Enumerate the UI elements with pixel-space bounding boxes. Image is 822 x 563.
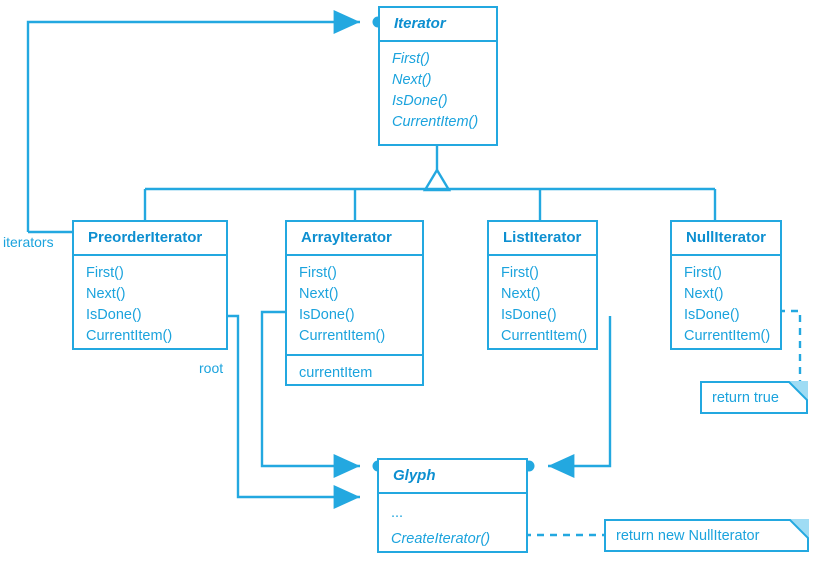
operation-next: Next() xyxy=(299,286,339,302)
operation-next: Next() xyxy=(684,286,724,302)
operations-compartment-preorderiterator: First() Next() IsDone() CurrentItem() xyxy=(74,256,226,354)
class-box-glyph[interactable]: Glyph ... CreateIterator() xyxy=(377,458,528,553)
class-title-iterator: Iterator xyxy=(380,8,496,42)
operation-first: First() xyxy=(392,51,430,67)
note-fold-corner-icon xyxy=(788,381,808,401)
operation-next: Next() xyxy=(392,72,432,88)
class-box-arrayiterator[interactable]: ArrayIterator First() Next() IsDone() Cu… xyxy=(285,220,424,386)
class-title-arrayiterator: ArrayIterator xyxy=(287,222,422,256)
operations-compartment-listiterator: First() Next() IsDone() CurrentItem() xyxy=(489,256,596,354)
operation-first: First() xyxy=(299,265,337,281)
attribute-currentitem: currentItem xyxy=(299,365,373,381)
class-box-nulliterator[interactable]: NullIterator First() Next() IsDone() Cur… xyxy=(670,220,782,350)
attributes-compartment-arrayiterator: currentItem xyxy=(287,354,422,391)
operation-first: First() xyxy=(86,265,124,281)
operation-currentitem: CurrentItem() xyxy=(299,328,386,344)
class-title-glyph: Glyph xyxy=(379,460,526,494)
edge-label-root: root xyxy=(199,360,224,376)
operation-currentitem: CurrentItem() xyxy=(684,328,771,344)
note-return-true-text: return true xyxy=(712,389,779,406)
generalization-triangle xyxy=(422,167,452,192)
operations-compartment-arrayiterator: First() Next() IsDone() CurrentItem() xyxy=(287,256,422,354)
operation-first: First() xyxy=(684,265,722,281)
class-title-preorderiterator: PreorderIterator xyxy=(74,222,226,256)
edge-label-iterators: iterators xyxy=(3,234,54,250)
operation-currentitem: CurrentItem() xyxy=(501,328,588,344)
operation-isdone: IsDone() xyxy=(392,93,448,109)
class-box-preorderiterator[interactable]: PreorderIterator First() Next() IsDone()… xyxy=(72,220,228,350)
class-title-listiterator: ListIterator xyxy=(489,222,596,256)
operation-currentitem: CurrentItem() xyxy=(86,328,173,344)
note-return-true[interactable]: return true xyxy=(700,381,808,414)
operation-currentitem: CurrentItem() xyxy=(392,114,479,130)
class-box-iterator[interactable]: Iterator First() Next() IsDone() Current… xyxy=(378,6,498,146)
operation-isdone: IsDone() xyxy=(86,307,142,323)
assoc-glyph-iterators-route xyxy=(26,10,360,232)
operation-next: Next() xyxy=(501,286,541,302)
operation-first: First() xyxy=(501,265,539,281)
operation-createiterator: CreateIterator() xyxy=(391,531,491,547)
operation-next: Next() xyxy=(86,286,126,302)
operations-compartment-iterator: First() Next() IsDone() CurrentItem() xyxy=(380,42,496,140)
class-title-nulliterator: NullIterator xyxy=(672,222,780,256)
operation-isdone: IsDone() xyxy=(299,307,355,323)
operation-isdone: IsDone() xyxy=(684,307,740,323)
note-return-new-nulliterator[interactable]: return new NullIterator xyxy=(604,519,809,552)
note-fold-corner-icon xyxy=(789,519,809,539)
class-box-listiterator[interactable]: ListIterator First() Next() IsDone() Cur… xyxy=(487,220,598,350)
operation-isdone: IsDone() xyxy=(501,307,557,323)
operations-compartment-nulliterator: First() Next() IsDone() CurrentItem() xyxy=(672,256,780,354)
glyph-ellipsis: ... xyxy=(391,505,404,521)
note-return-new-nulliterator-text: return new NullIterator xyxy=(616,527,760,544)
operations-compartment-glyph: ... CreateIterator() xyxy=(379,494,526,557)
